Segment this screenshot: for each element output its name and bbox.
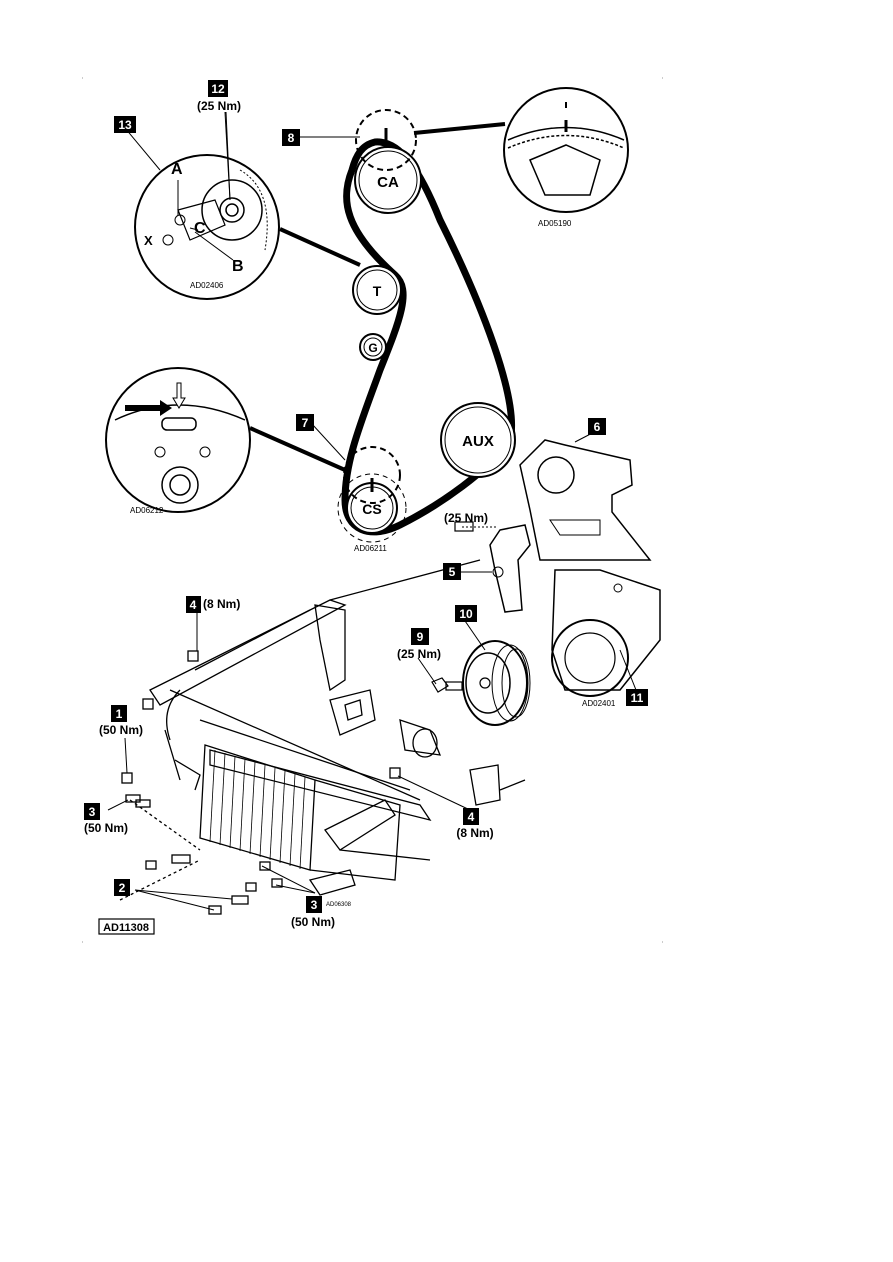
- upper-cover: [519, 439, 652, 561]
- svg-text:10: 10: [459, 607, 473, 621]
- torque-9: (25 Nm): [397, 647, 441, 661]
- tensioner-pulley-label: T: [373, 283, 382, 299]
- callout-2: 2: [114, 879, 130, 896]
- svg-text:4: 4: [468, 810, 475, 824]
- tensioner-letter-c: C: [194, 220, 206, 237]
- svg-text:AD11308: AD11308: [103, 922, 149, 934]
- svg-text:3: 3: [89, 805, 96, 819]
- lower-cover: AD02401: [551, 569, 661, 708]
- main-figure-code: AD11308: [98, 918, 155, 935]
- camshaft-figure-code: AD05190: [538, 219, 572, 228]
- callout-12: 12 (25 Nm): [197, 80, 241, 113]
- callout-11: 11: [626, 689, 648, 706]
- callout-4-right: 4 (8 Nm): [456, 808, 494, 840]
- svg-text:11: 11: [631, 691, 644, 705]
- svg-text:6: 6: [594, 420, 601, 434]
- torque-5: (25 Nm): [444, 511, 488, 525]
- svg-text:13: 13: [118, 118, 132, 132]
- torque-3-bottom: (50 Nm): [291, 915, 335, 929]
- tensioner-letter-a: A: [171, 161, 183, 178]
- torque-12: (25 Nm): [197, 99, 241, 113]
- callout-6: 6: [588, 418, 606, 435]
- crankshaft-pulley-label: CS: [362, 501, 381, 517]
- svg-text:8: 8: [288, 131, 295, 145]
- camshaft-detail: AD05190: [413, 87, 629, 228]
- tensioner-pulley: T: [352, 265, 402, 315]
- crankshaft-detail: AD06212: [105, 367, 346, 515]
- svg-text:7: 7: [302, 416, 309, 430]
- belt-figure-code: AD06211: [354, 544, 387, 553]
- corner-marks: [82, 77, 663, 943]
- radiator-figure-code: AD06308: [326, 902, 352, 908]
- callout-10: 10: [455, 605, 477, 622]
- torque-4-top: (8 Nm): [203, 597, 240, 611]
- tensioner-letter-x: X: [144, 233, 153, 248]
- callout-8: 8: [282, 129, 300, 146]
- tensioner-detail: A C B X AD02406: [124, 111, 361, 300]
- front-panel-assembly: [119, 559, 526, 915]
- callout-1: 1 (50 Nm): [99, 705, 143, 737]
- tensioner-figure-code: AD02406: [190, 281, 224, 290]
- callout-3-bottom: 3 (50 Nm): [291, 896, 335, 929]
- svg-text:2: 2: [119, 881, 126, 895]
- guide-pulley: G: [359, 333, 387, 361]
- torque-1: (50 Nm): [99, 723, 143, 737]
- torque-3-left: (50 Nm): [84, 821, 128, 835]
- tensioner-letter-b: B: [232, 258, 244, 275]
- auxiliary-pulley: AUX: [440, 402, 516, 478]
- callout-5: 5: [443, 563, 461, 580]
- callout-3-left: 3 (50 Nm): [84, 803, 128, 835]
- torque-4-right: (8 Nm): [456, 826, 493, 840]
- callout-13: 13: [114, 116, 136, 133]
- camshaft-pulley-label: CA: [377, 174, 399, 191]
- crankshaft-damper: [462, 640, 531, 726]
- svg-text:3: 3: [311, 898, 318, 912]
- svg-text:12: 12: [211, 82, 225, 96]
- svg-text:4: 4: [190, 598, 197, 612]
- leader-lines: [107, 111, 637, 911]
- svg-text:1: 1: [116, 707, 123, 721]
- crank-detail-figure-code: AD06212: [130, 506, 164, 515]
- callout-4-top: 4 (8 Nm): [186, 596, 240, 613]
- svg-text:5: 5: [449, 565, 456, 579]
- crankshaft-pulley: CS: [337, 446, 407, 543]
- auxiliary-pulley-label: AUX: [462, 433, 494, 450]
- guide-pulley-label: G: [368, 341, 377, 355]
- tensioner-bracket: [454, 521, 531, 613]
- camshaft-pulley: CA: [354, 109, 422, 214]
- callout-7: 7: [296, 414, 314, 431]
- svg-text:9: 9: [417, 630, 424, 644]
- damper-bolt: [431, 677, 463, 693]
- callout-9: 9 (25 Nm): [397, 628, 441, 661]
- cover-figure-code: AD02401: [582, 699, 616, 708]
